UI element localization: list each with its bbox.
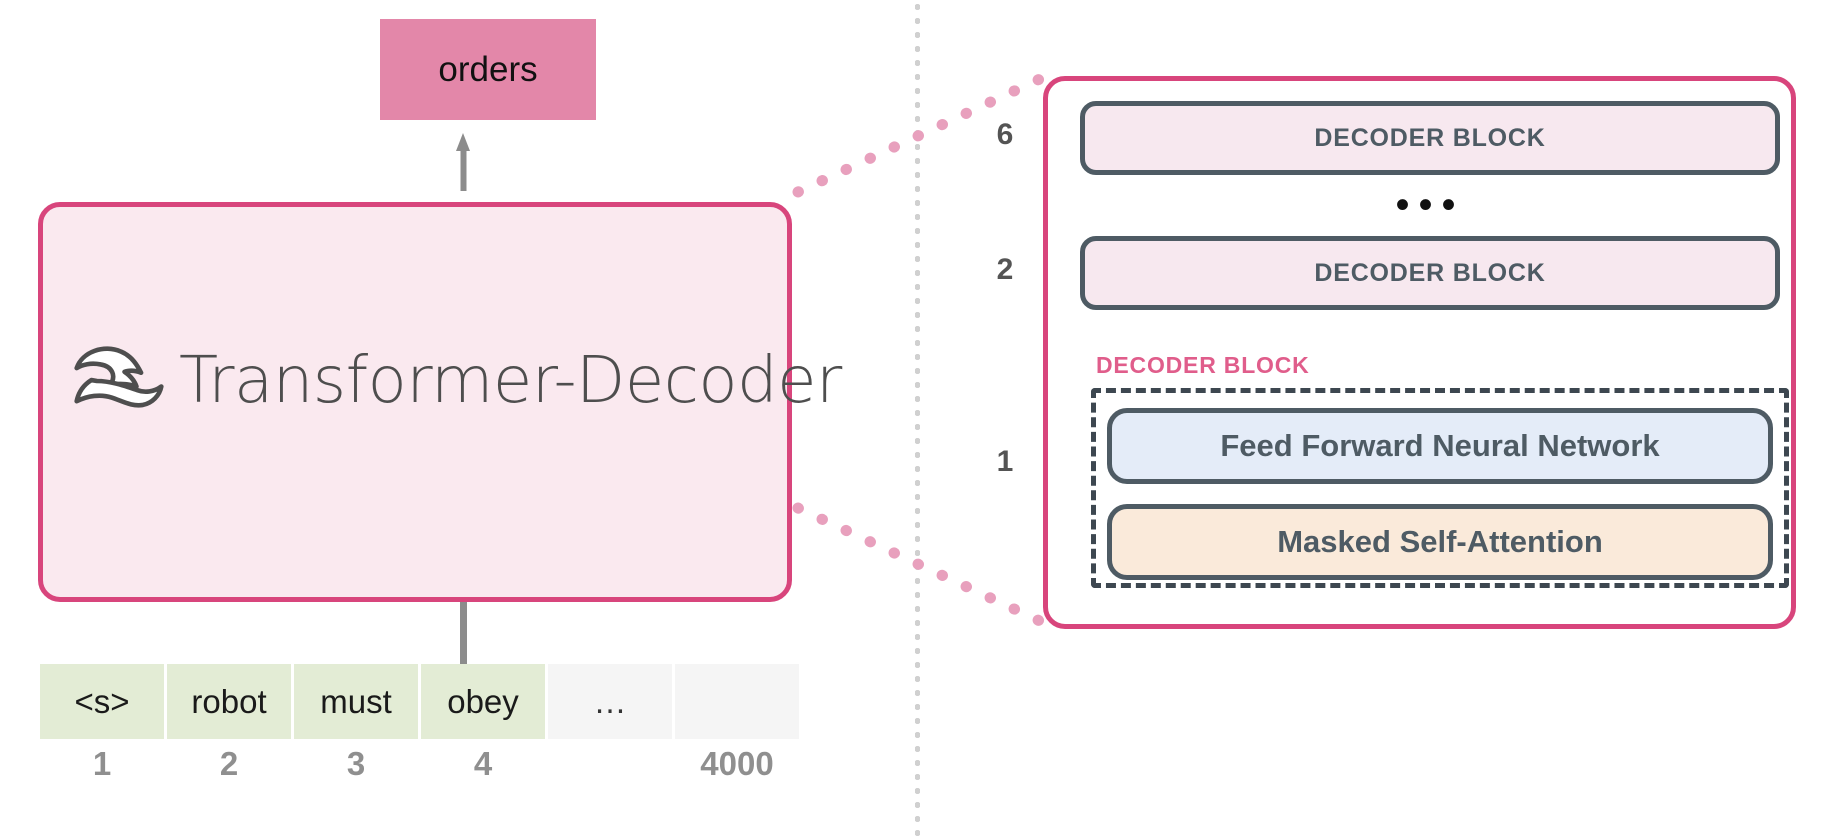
- vertical-dotted-divider: [915, 0, 920, 836]
- decoder-block-6[interactable]: DECODER BLOCK: [1080, 101, 1780, 175]
- token-label: must: [320, 682, 392, 720]
- token-cell[interactable]: <s>: [40, 664, 164, 739]
- decoder-block-label: DECODER BLOCK: [1314, 123, 1546, 152]
- ffnn-label: Feed Forward Neural Network: [1220, 428, 1660, 463]
- stack-ellipsis: •••: [1395, 183, 1465, 227]
- layer-index-1: 1: [996, 445, 1014, 478]
- layer-index-2: 2: [996, 253, 1014, 286]
- feed-forward-neural-network-block[interactable]: Feed Forward Neural Network: [1107, 408, 1773, 484]
- decoder-block-1-outline: [1091, 388, 1789, 588]
- msa-label: Masked Self-Attention: [1277, 524, 1603, 559]
- connector-stem-icon: [460, 602, 467, 664]
- bird-logo-icon: [74, 346, 164, 408]
- decoder-block-label: DECODER BLOCK: [1314, 258, 1546, 287]
- token-index: 2: [219, 745, 239, 782]
- zoom-connector-bottom-icon: [792, 502, 1048, 628]
- model-name-label: Transformer-Decoder: [179, 344, 842, 418]
- token-cell[interactable]: …: [548, 664, 672, 739]
- decoder-block-2[interactable]: DECODER BLOCK: [1080, 236, 1780, 310]
- token-cell[interactable]: must: [294, 664, 418, 739]
- token-index: 1: [92, 745, 112, 782]
- token-label: <s>: [74, 682, 130, 720]
- layer-index-6: 6: [996, 118, 1014, 151]
- token-index: 4: [473, 745, 493, 782]
- token-cell[interactable]: [675, 664, 799, 739]
- token-cell[interactable]: robot: [167, 664, 291, 739]
- token-index: [548, 745, 672, 783]
- token-cell[interactable]: obey: [421, 664, 545, 739]
- masked-self-attention-block[interactable]: Masked Self-Attention: [1107, 504, 1773, 580]
- token-index: 4000: [700, 745, 774, 782]
- token-label: robot: [191, 682, 267, 720]
- output-token-label: orders: [438, 49, 538, 89]
- transformer-decoder-brand: Transformer-Decoder: [63, 335, 842, 427]
- arrow-up-icon: [456, 133, 470, 191]
- output-token-box: orders: [380, 19, 596, 120]
- decoder-block-caption: DECODER BLOCK: [1096, 352, 1310, 378]
- token-label: obey: [447, 682, 519, 720]
- token-label: …: [593, 682, 627, 720]
- input-token-row: <s> robot must obey …: [40, 664, 799, 739]
- token-index-row: 1 2 3 4 4000: [40, 745, 799, 783]
- transformer-decoder-card: Transformer-Decoder: [38, 202, 842, 602]
- token-index: 3: [346, 745, 366, 782]
